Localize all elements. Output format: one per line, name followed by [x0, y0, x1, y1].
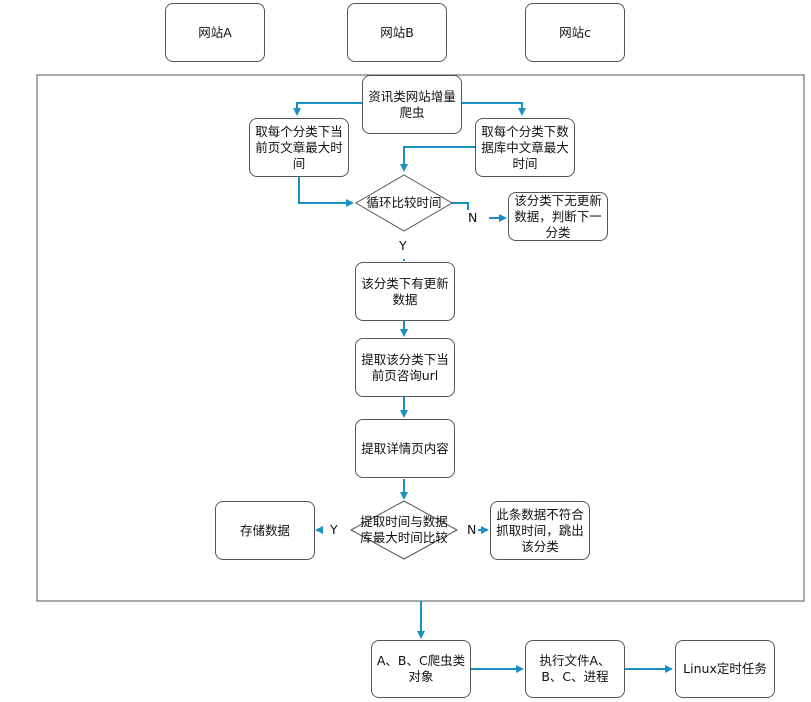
compare-time-label: 提取时间与数据库最大时间比较 [360, 514, 448, 545]
label-n-1: N [468, 210, 478, 225]
arrow-right-to-loop [400, 146, 475, 172]
loop-compare-label: 循环比较时间 [366, 195, 442, 210]
site-b-box: 网站B [347, 3, 447, 62]
extract-url-box: 提取该分类下当前页咨询url [355, 338, 455, 397]
site-c-box: 网站c [525, 3, 625, 62]
compare-time-diamond [349, 500, 459, 560]
no-update-box: 该分类下无更新数据，判断下一分类 [508, 192, 608, 241]
arrow-crawler-to-right [461, 102, 526, 116]
label-n-2: N [467, 522, 477, 537]
right-get-box: 取每个分类下数据库中文章最大时间 [475, 118, 575, 177]
label-y-1: Y [399, 238, 407, 253]
store-box: 存储数据 [215, 501, 315, 560]
crawler-objects-box: A、B、C爬虫类对象 [371, 640, 471, 698]
extract-detail-box: 提取详情页内容 [355, 419, 455, 478]
skip-box: 此条数据不符合抓取时间，跳出该分类 [490, 501, 590, 560]
arrow-loop-n [446, 202, 469, 210]
arrow-left-to-loop [298, 177, 354, 207]
has-update-box: 该分类下有更新数据 [355, 262, 455, 321]
arrow-crawler-to-left [293, 102, 362, 116]
linux-task-box: Linux定时任务 [675, 640, 775, 698]
execute-box: 执行文件A、B、C、进程 [525, 640, 625, 698]
crawler-box: 资讯类网站增量爬虫 [362, 75, 462, 134]
left-get-box: 取每个分类下当前页文章最大时间 [249, 118, 349, 177]
loop-compare-diamond [355, 174, 453, 232]
site-a-box: 网站A [165, 3, 265, 62]
label-y-2: Y [330, 522, 338, 537]
